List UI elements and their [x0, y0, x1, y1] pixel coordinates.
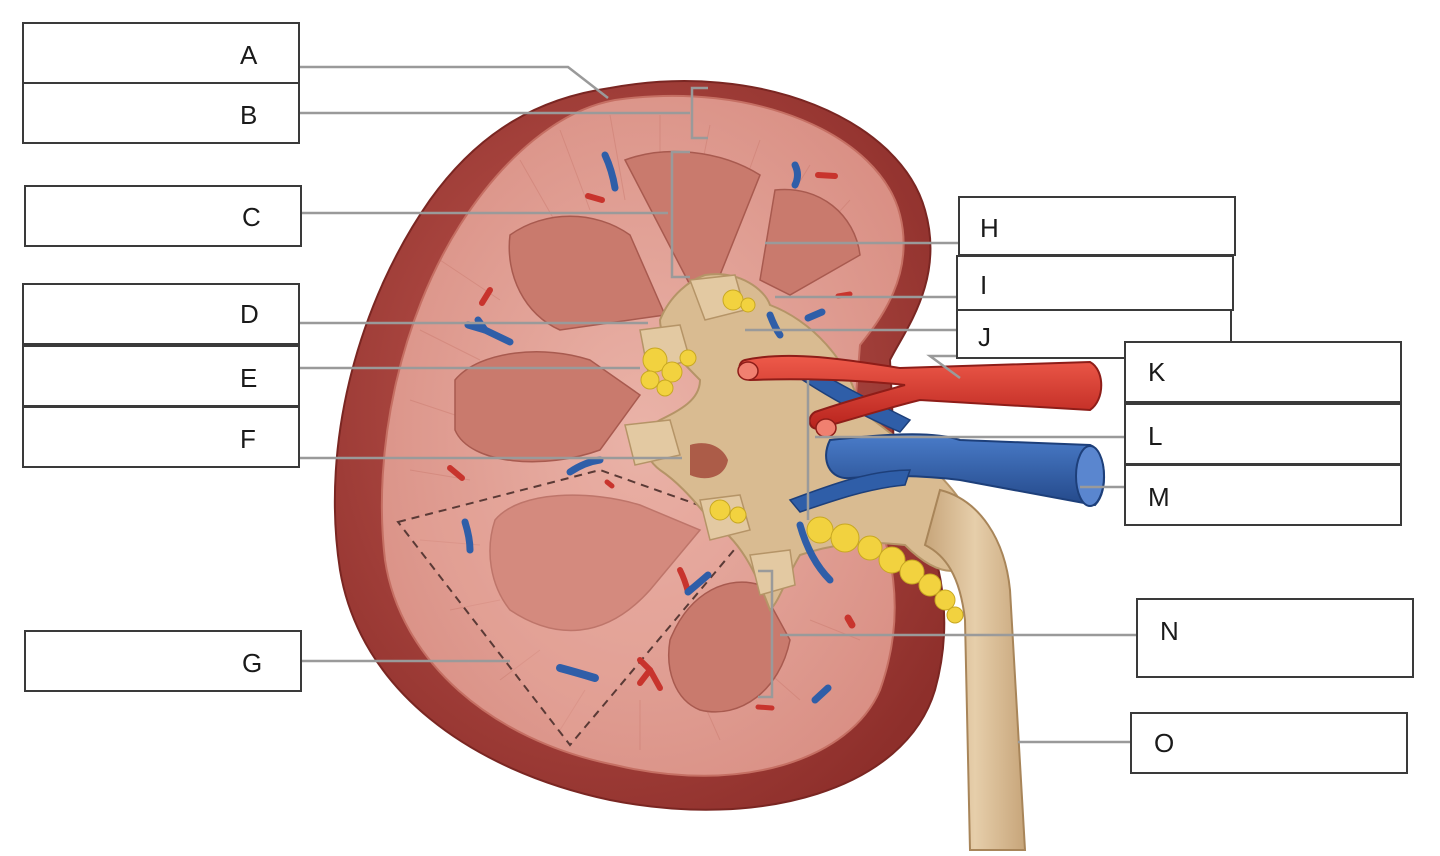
label-i: I: [980, 270, 988, 300]
artery-lumen-upper: [737, 361, 759, 381]
label-b: B: [240, 100, 258, 130]
renal-lobe-outline: [396, 468, 757, 747]
leader-line-a: [300, 65, 609, 99]
bracket-b: [690, 86, 708, 140]
label-j: J: [978, 322, 991, 352]
label-c: C: [242, 202, 261, 232]
artery-lumen-lower: [815, 418, 837, 438]
label-d: D: [240, 299, 259, 329]
pyramid-middle-left: [454, 351, 642, 463]
bracket-n: [758, 569, 774, 699]
label-box-k[interactable]: K: [1124, 341, 1402, 403]
label-o: O: [1154, 728, 1175, 758]
pyramid-lower-left: [489, 494, 702, 632]
label-box-h[interactable]: H: [958, 196, 1236, 256]
renal-artery: [738, 354, 1103, 430]
label-box-a[interactable]: A: [22, 22, 300, 84]
label-k: K: [1148, 357, 1166, 387]
label-f: F: [240, 424, 256, 454]
renal-fat: [640, 289, 964, 624]
leader-lines: [300, 65, 1138, 744]
label-g: G: [242, 648, 263, 678]
ureter: [923, 488, 1027, 851]
label-a: A: [240, 40, 258, 70]
renal-vein-branch: [788, 469, 912, 513]
pyramid-top: [623, 150, 761, 286]
label-box-o[interactable]: O: [1130, 712, 1408, 774]
renal-pyramids: [454, 150, 861, 713]
bracket-c: [670, 150, 690, 279]
label-box-d[interactable]: D: [22, 283, 300, 345]
label-box-n[interactable]: N: [1136, 598, 1414, 678]
label-box-l[interactable]: L: [1124, 403, 1402, 465]
label-box-b[interactable]: B: [22, 82, 300, 144]
label-m: M: [1148, 482, 1170, 512]
label-e: E: [240, 363, 258, 393]
interlobar-vessels: [447, 151, 856, 711]
label-box-g[interactable]: G: [24, 630, 302, 692]
renal-vein-lumen: [1075, 445, 1105, 507]
label-n: N: [1160, 616, 1179, 646]
hilum-shadow: [690, 443, 728, 479]
label-box-e[interactable]: E: [22, 345, 300, 407]
pyramid-bottom: [668, 581, 791, 713]
label-box-m[interactable]: M: [1124, 464, 1402, 526]
label-box-i[interactable]: I: [956, 255, 1234, 311]
calyx-3: [624, 419, 681, 466]
label-l: L: [1148, 421, 1163, 451]
label-box-c[interactable]: C: [24, 185, 302, 247]
label-box-f[interactable]: F: [22, 406, 300, 468]
label-h: H: [980, 213, 999, 243]
